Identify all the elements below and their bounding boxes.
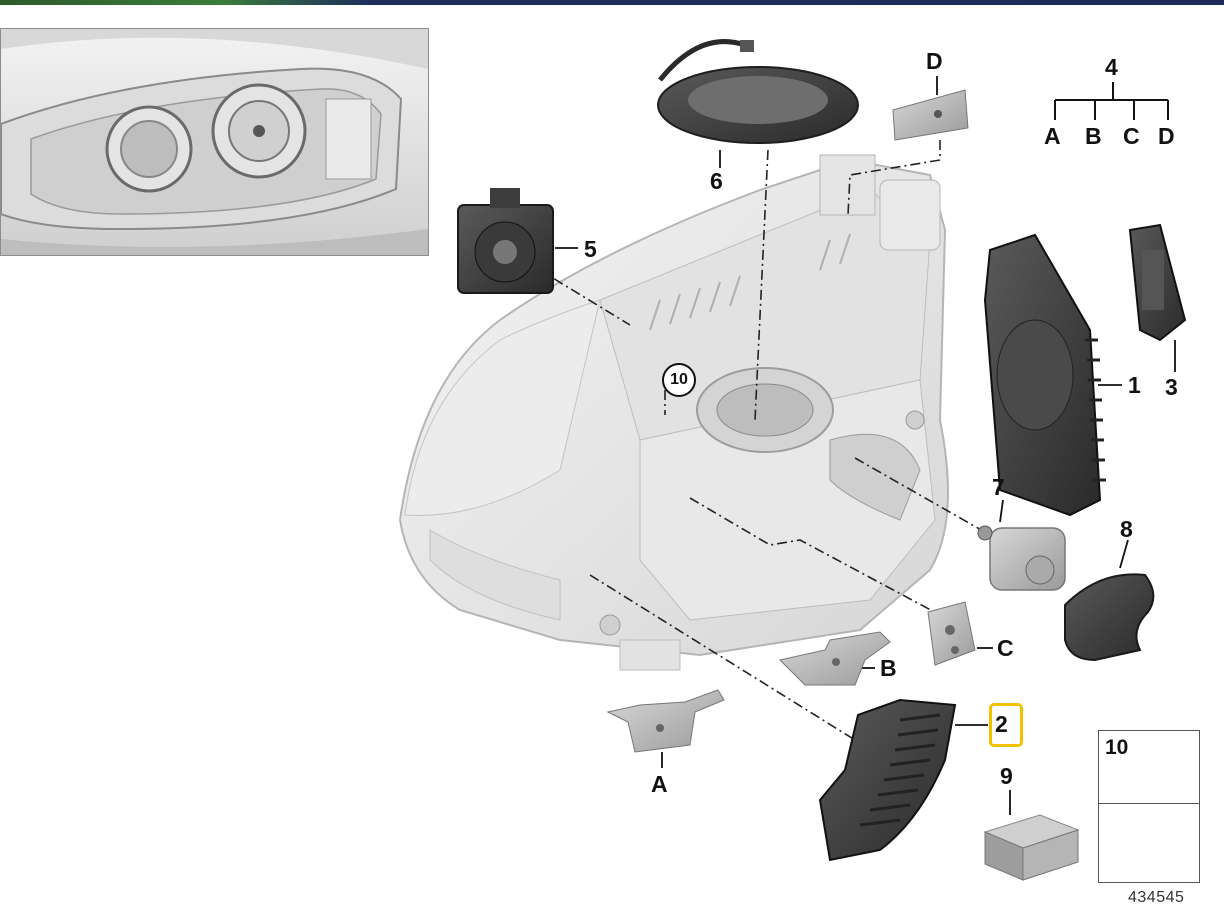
part-9-box bbox=[983, 814, 1080, 881]
label-part-3: 3 bbox=[1165, 374, 1178, 400]
tree-label-d: D bbox=[1158, 123, 1175, 149]
part-2-wiring-harness bbox=[818, 698, 957, 862]
label-part-8: 8 bbox=[1120, 516, 1133, 542]
tree-label-a: A bbox=[1044, 123, 1061, 149]
part-a-bracket bbox=[606, 689, 725, 753]
label-part-7: 7 bbox=[992, 474, 1005, 500]
label-part-5: 5 bbox=[584, 236, 597, 262]
screw-10-box: 10 bbox=[1098, 730, 1200, 804]
part-d-bracket bbox=[892, 89, 969, 141]
part-7-actuator bbox=[977, 525, 1066, 591]
part-4-tree bbox=[1054, 82, 1169, 120]
arrow-symbol-box bbox=[1098, 803, 1200, 883]
part-b-bracket bbox=[779, 631, 891, 686]
top-banner-strip bbox=[0, 0, 1224, 5]
label-bracket-a: A bbox=[651, 771, 668, 797]
label-part-2[interactable]: 2 bbox=[995, 711, 1008, 737]
part-3-module bbox=[1128, 223, 1187, 342]
label-leaders bbox=[555, 76, 1176, 815]
tree-label-b: B bbox=[1085, 123, 1102, 149]
label-part-4: 4 bbox=[1105, 54, 1118, 80]
screw-10-box-label: 10 bbox=[1105, 736, 1129, 759]
label-part-10-circled: 10 bbox=[662, 363, 696, 397]
label-part-9: 9 bbox=[1000, 763, 1013, 789]
part-c-bracket bbox=[927, 601, 976, 666]
part-6-cover-cap bbox=[657, 39, 859, 144]
part-1-control-unit bbox=[983, 233, 1106, 517]
part-5-motor bbox=[457, 188, 554, 294]
headlight-inset-image bbox=[0, 28, 429, 256]
tree-label-c: C bbox=[1123, 123, 1140, 149]
label-bracket-d: D bbox=[926, 48, 943, 74]
label-bracket-b: B bbox=[880, 655, 897, 681]
highlighted-part-2-frame bbox=[989, 703, 1023, 747]
label-part-6: 6 bbox=[710, 168, 723, 194]
label-bracket-c: C bbox=[997, 635, 1014, 661]
label-part-1: 1 bbox=[1128, 372, 1141, 398]
diagram-reference-number: 434545 bbox=[1128, 889, 1185, 906]
part-8-cap bbox=[1064, 573, 1155, 662]
